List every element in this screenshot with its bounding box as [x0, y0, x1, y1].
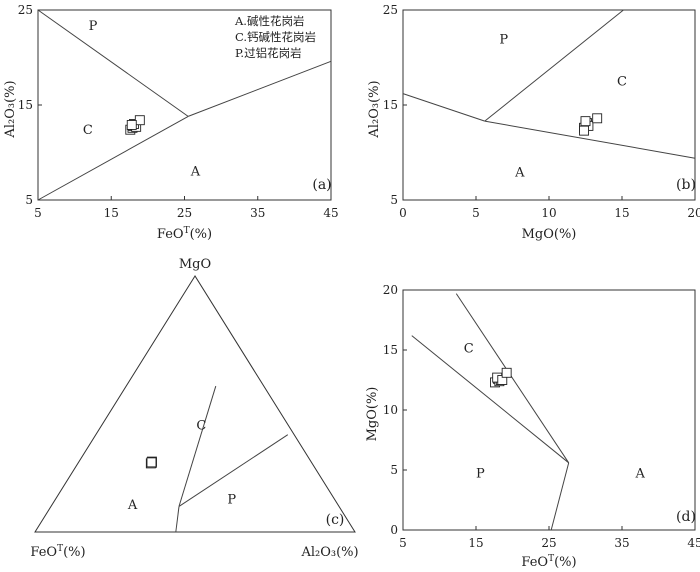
field-label-A: A — [514, 166, 525, 181]
y-tick-label: 15 — [383, 98, 398, 112]
x-tick-label: 35 — [614, 536, 629, 550]
plot-frame — [402, 9, 696, 201]
field-label-P: P — [476, 466, 485, 481]
field-boundary — [178, 434, 289, 507]
field-label-C: C — [464, 342, 474, 357]
field-boundary — [175, 506, 180, 533]
y-tick-label: 20 — [383, 283, 398, 297]
field-boundary — [187, 60, 332, 117]
field-boundary — [37, 9, 189, 117]
field-boundary — [455, 293, 570, 464]
x-axis-label: FeOT(%) — [157, 226, 212, 242]
data-point — [146, 457, 157, 468]
data-point — [579, 125, 589, 136]
field-label-C: C — [617, 74, 627, 89]
x-tick-label: 25 — [541, 536, 556, 550]
field-boundary — [550, 462, 570, 531]
field-boundary — [484, 120, 696, 159]
panel-tag: (a) — [312, 177, 331, 193]
field-label-C: C — [196, 418, 206, 433]
field-label-A: A — [190, 165, 201, 180]
y-tick-label: 5 — [390, 193, 398, 207]
field-boundary — [178, 385, 217, 507]
x-tick-label: 15 — [104, 206, 119, 220]
y-axis-label: MgO(%) — [365, 387, 380, 442]
y-tick-label: 0 — [390, 523, 398, 537]
field-label-P: P — [499, 33, 508, 48]
field-boundary — [37, 115, 189, 201]
x-tick-label: 5 — [472, 206, 480, 220]
data-point — [580, 116, 591, 127]
apex-label-right: Al₂O₃(%) — [300, 545, 358, 560]
x-tick-label: 10 — [541, 206, 556, 220]
field-label-P: P — [89, 19, 98, 34]
legend-entry: C.钙碱性花岗岩 — [235, 30, 316, 44]
x-axis-label: MgO(%) — [522, 227, 577, 242]
x-tick-label: 15 — [614, 206, 629, 220]
plot-frame — [402, 289, 696, 531]
field-boundary — [484, 9, 624, 122]
panel-tag: (b) — [676, 177, 696, 193]
panel-tag: (d) — [676, 509, 696, 525]
x-tick-label: 5 — [34, 206, 42, 220]
field-boundary — [411, 335, 570, 464]
y-axis-label: Al₂O₃(%) — [367, 80, 382, 138]
x-tick-label: 15 — [468, 536, 483, 550]
data-point — [501, 367, 512, 378]
x-tick-label: 25 — [177, 206, 192, 220]
x-tick-label: 0 — [399, 206, 407, 220]
field-boundary — [402, 93, 485, 122]
y-axis-label: Al₂O₃(%) — [3, 80, 18, 138]
field-label-A: A — [127, 498, 138, 513]
x-tick-label: 20 — [687, 206, 700, 220]
apex-label-top: MgO — [179, 257, 211, 272]
y-tick-label: 10 — [383, 403, 398, 417]
x-tick-label: 45 — [323, 206, 338, 220]
ternary-frame — [34, 275, 356, 533]
data-point — [126, 119, 137, 130]
y-tick-label: 15 — [383, 343, 398, 357]
x-axis-label: FeOT(%) — [521, 554, 576, 570]
panel-tag: (c) — [326, 512, 345, 528]
field-label-C: C — [83, 123, 93, 138]
apex-label-left: FeOT(%) — [30, 544, 85, 560]
y-tick-label: 5 — [25, 193, 33, 207]
y-tick-label: 25 — [383, 3, 398, 17]
legend-entry: P.过铝花岗岩 — [235, 46, 302, 60]
x-tick-label: 5 — [399, 536, 407, 550]
x-tick-label: 35 — [250, 206, 265, 220]
field-label-P: P — [227, 493, 236, 508]
field-label-A: A — [635, 466, 646, 481]
legend-entry: A.碱性花岗岩 — [234, 14, 304, 28]
y-tick-label: 25 — [18, 3, 33, 17]
panel-c: C A P MgO Al₂O₃(%) (c) — [34, 257, 359, 560]
x-tick-label: 45 — [687, 536, 700, 550]
y-tick-label: 5 — [390, 463, 398, 477]
y-tick-label: 15 — [18, 98, 33, 112]
data-point — [592, 113, 603, 124]
